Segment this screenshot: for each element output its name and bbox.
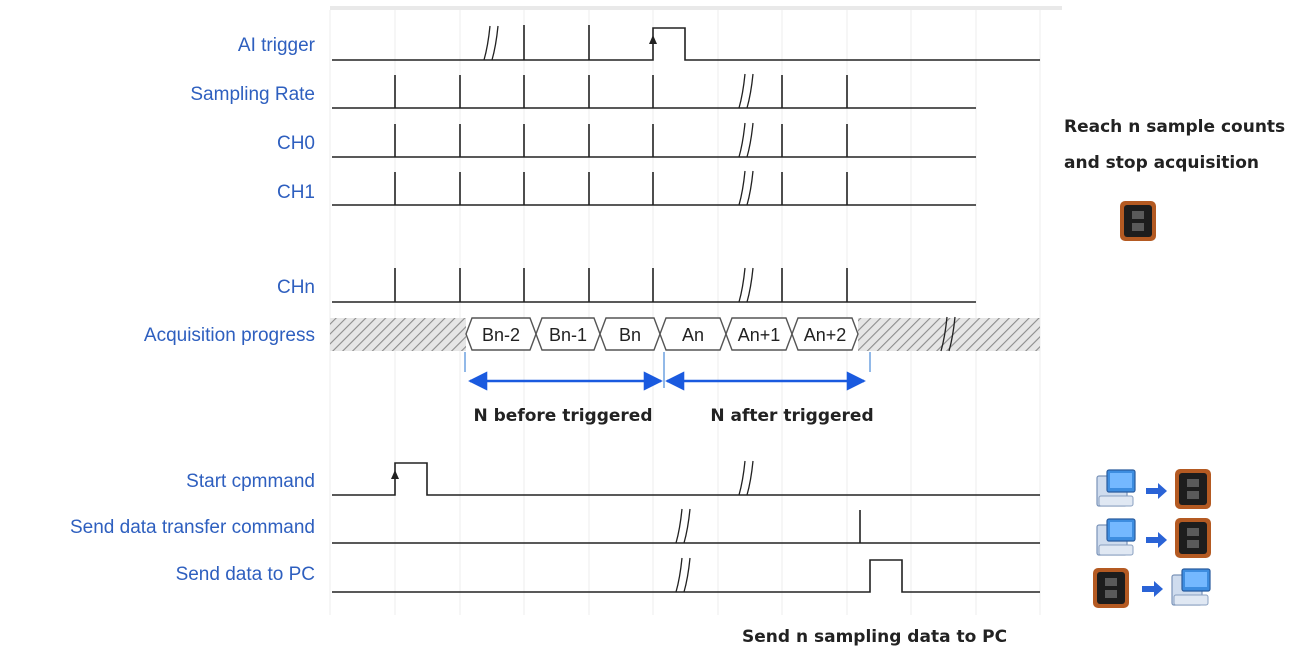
device-module-icon	[1120, 201, 1156, 241]
stop-note-line1: Reach n sample counts	[1064, 117, 1285, 137]
background-grid	[329, 6, 1062, 615]
segment-label-an: An	[682, 325, 704, 345]
pc-computer-icon	[1096, 469, 1136, 507]
hatched-idle-left	[330, 318, 466, 351]
waveform-send-transfer-command	[332, 508, 1040, 544]
device-module-icon	[1175, 518, 1211, 558]
waveform-ch0	[332, 122, 976, 158]
label-send-transfer-command: Send data transfer command	[70, 517, 315, 538]
segment-label-bn-2: Bn-2	[482, 325, 520, 345]
segment-label-bn-1: Bn-1	[549, 325, 587, 345]
right-arrow-icon	[1146, 532, 1167, 548]
waveform-sampling-rate	[332, 73, 976, 109]
span-before-label: N before triggered	[473, 406, 652, 426]
label-send-data-to-pc: Send data to PC	[176, 564, 315, 585]
waveform-ai-trigger	[332, 25, 1040, 61]
hatched-idle-right	[858, 318, 1040, 351]
icon-row-send-data	[1093, 568, 1211, 608]
segment-label-an+1: An+1	[738, 325, 781, 345]
bus-break-mark	[940, 316, 956, 352]
device-module-icon	[1175, 469, 1211, 509]
right-arrow-icon	[1142, 581, 1163, 597]
span-after-label: N after triggered	[710, 406, 873, 426]
device-module-icon	[1093, 568, 1129, 608]
stop-note-line2: and stop acquisition	[1064, 153, 1259, 173]
waveform-ch1	[332, 170, 976, 206]
icon-row-transfer-command	[1096, 518, 1211, 558]
label-start-command: Start cpmmand	[186, 471, 315, 492]
label-ch1: CH1	[277, 182, 315, 203]
waveform-chn	[332, 267, 976, 303]
right-arrow-icon	[1146, 483, 1167, 499]
label-ai-trigger: AI trigger	[238, 35, 316, 56]
span-markers	[464, 352, 871, 388]
label-ch0: CH0	[277, 133, 315, 154]
segment-label-bn: Bn	[619, 325, 641, 345]
segment-label-an+2: An+2	[804, 325, 847, 345]
acquisition-progress-bus: Bn-2 Bn-1 Bn An An+1 An+2	[330, 316, 1040, 352]
waveform-send-data-to-pc	[332, 557, 1040, 593]
label-sampling-rate: Sampling Rate	[190, 84, 315, 105]
send-n-note: Send n sampling data to PC	[742, 627, 1007, 647]
label-acquisition-progress: Acquisition progress	[144, 325, 315, 346]
icon-row-start-command	[1096, 469, 1211, 509]
waveform-start-command	[332, 460, 1040, 496]
pc-computer-icon	[1171, 568, 1211, 606]
segment-an+2	[791, 317, 859, 351]
pc-computer-icon	[1096, 518, 1136, 556]
label-chn: CHn	[277, 277, 315, 298]
